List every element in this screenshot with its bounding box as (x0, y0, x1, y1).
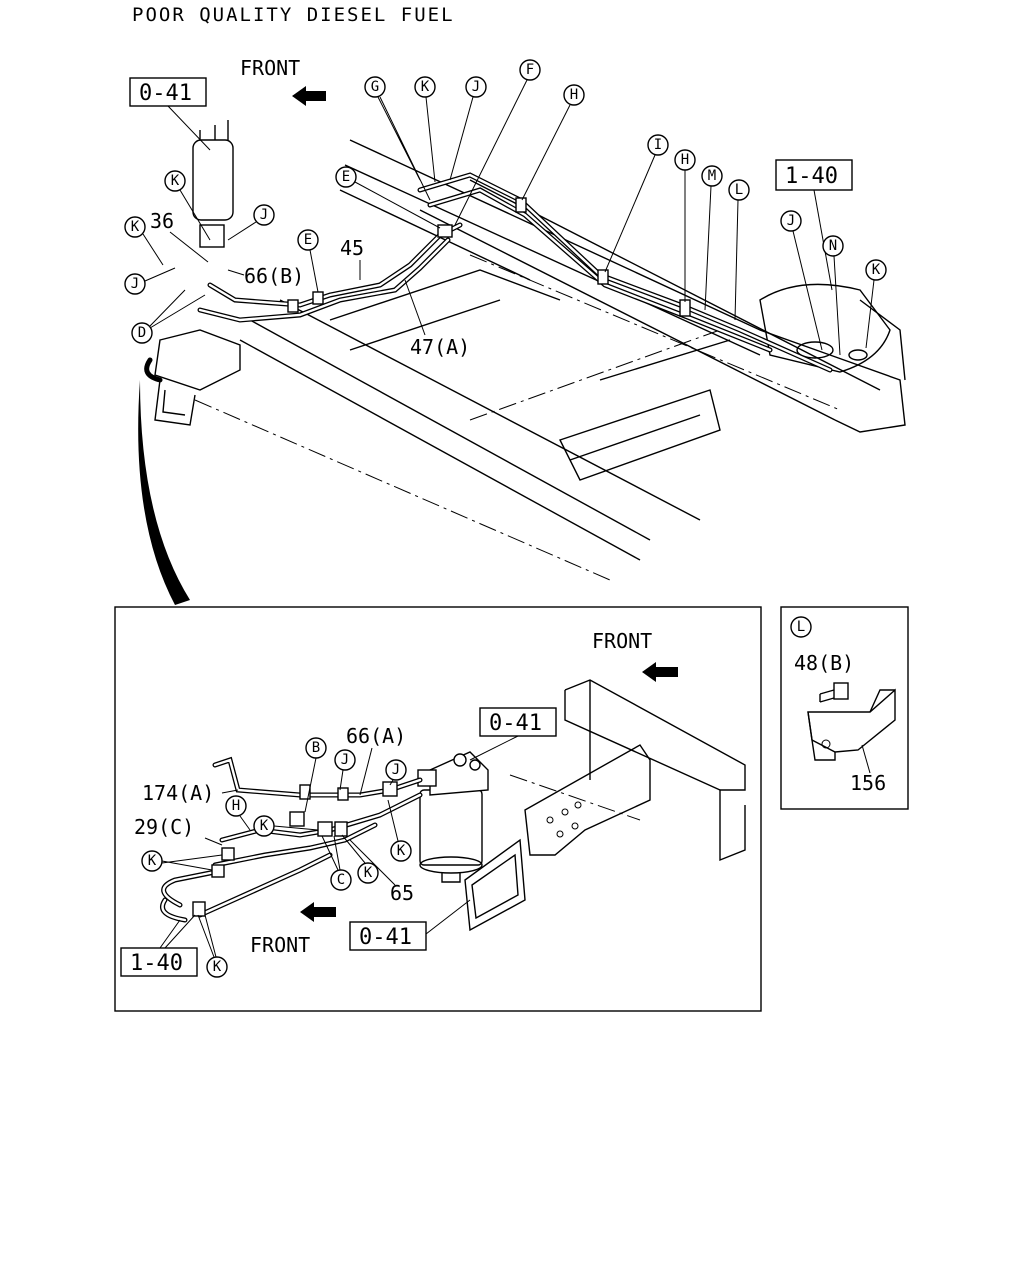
svg-text:M: M (708, 168, 716, 184)
ref-box-041-detail-top: 0-41 (469, 707, 557, 761)
svg-text:J: J (131, 276, 139, 292)
detail-box (114, 606, 762, 1012)
svg-text:K: K (171, 173, 180, 189)
svg-text:K: K (397, 843, 406, 859)
svg-text:E: E (342, 169, 350, 185)
callout-n: N (822, 235, 844, 356)
part-174a: 174(A) (142, 781, 214, 805)
svg-text:J: J (341, 752, 349, 768)
callout-k-8: K (141, 850, 223, 872)
svg-text:K: K (364, 865, 373, 881)
part-47a: 47(A) (410, 335, 470, 359)
callout-k-3: K (414, 76, 436, 183)
svg-text:J: J (472, 79, 480, 95)
callout-b: B (304, 737, 327, 813)
part-66b: 66(B) (244, 264, 304, 288)
callout-f: F (454, 59, 541, 226)
part-156: 156 (850, 771, 886, 795)
svg-text:0-41: 0-41 (489, 711, 542, 736)
svg-text:K: K (148, 853, 157, 869)
svg-text:I: I (654, 137, 662, 153)
svg-text:E: E (304, 232, 312, 248)
svg-text:H: H (681, 152, 689, 168)
part-36: 36 (150, 209, 174, 233)
svg-text:C: C (337, 872, 345, 888)
svg-text:J: J (392, 762, 400, 778)
callout-h-3: H (225, 795, 251, 831)
part-45: 45 (340, 236, 364, 260)
ref-box-041-top: 0-41 (129, 77, 211, 151)
svg-text:0-41: 0-41 (359, 925, 412, 950)
callout-k-2: K (124, 216, 164, 266)
callout-h-1: H (521, 84, 585, 201)
svg-text:K: K (131, 219, 140, 235)
svg-text:L: L (735, 182, 743, 198)
callout-j-5: J (334, 749, 356, 791)
svg-text:K: K (213, 959, 222, 975)
front-arrow-top-icon (292, 86, 326, 106)
callout-j-2: J (124, 267, 176, 295)
front-arrow-detail-bottom: FRONT (250, 902, 336, 957)
callout-i: I (604, 134, 669, 273)
front-arrow-detail-bottom-icon (300, 902, 336, 922)
svg-text:G: G (371, 79, 379, 95)
callout-l: L (728, 179, 750, 321)
part-65: 65 (390, 881, 414, 905)
part-66a: 66(A) (346, 724, 406, 748)
callout-e-1: E (297, 229, 319, 293)
detail-l-content: L 48(B) 156 (790, 616, 896, 795)
callout-j-1: J (227, 204, 275, 241)
callout-d: D (131, 289, 206, 344)
callout-j-6: J (385, 759, 407, 786)
part-48b: 48(B) (794, 651, 854, 675)
svg-text:F: F (526, 62, 534, 78)
callout-j-3: J (449, 76, 487, 181)
callout-k-7: K (341, 834, 379, 884)
svg-text:B: B (312, 740, 320, 756)
ref-box-140-top: 1-40 (775, 159, 853, 291)
front-label-top: FRONT (240, 56, 300, 80)
svg-text:1-40: 1-40 (785, 164, 838, 189)
svg-text:J: J (787, 213, 795, 229)
callout-k-6: K (387, 799, 412, 862)
front-arrow-detail-top: FRONT (592, 629, 678, 682)
svg-text:FRONT: FRONT (592, 629, 652, 653)
callout-g: G (364, 76, 431, 201)
detail-pointer (138, 380, 190, 605)
callout-e-2: E (335, 166, 441, 229)
callouts-top: K J K J D E E G K J F H I H M L J N K (124, 59, 887, 356)
svg-text:0-41: 0-41 (139, 81, 192, 106)
callouts-detail: B J J H K K K C K K (141, 737, 412, 978)
svg-text:N: N (829, 238, 837, 254)
callout-h-2: H (674, 149, 696, 302)
callout-k-4: K (865, 259, 887, 349)
front-arrow-detail-top-icon (642, 662, 678, 682)
svg-text:D: D (138, 325, 146, 341)
svg-text:H: H (570, 87, 578, 103)
callout-j-4: J (780, 210, 823, 351)
svg-text:L: L (797, 619, 805, 635)
svg-text:J: J (260, 207, 268, 223)
svg-text:1-40: 1-40 (130, 951, 183, 976)
svg-text:H: H (232, 798, 240, 814)
svg-text:K: K (260, 818, 269, 834)
diagram-title: POOR QUALITY DIESEL FUEL (132, 4, 455, 26)
svg-text:FRONT: FRONT (250, 933, 310, 957)
ref-box-041-detail-bottom: 0-41 (349, 899, 471, 951)
ref-box-140-detail: 1-40 (120, 914, 198, 977)
part-29c: 29(C) (134, 815, 194, 839)
svg-text:K: K (421, 79, 430, 95)
detail-frame (160, 679, 746, 932)
svg-text:K: K (872, 262, 881, 278)
callout-m: M (701, 165, 723, 311)
chassis-frame (194, 139, 906, 581)
callout-l-box: L (790, 616, 812, 638)
detail-box-l (780, 606, 909, 810)
callout-k-9: K (197, 914, 228, 978)
callout-k-5: K (253, 815, 319, 837)
front-arrow-top: FRONT (240, 56, 326, 106)
callout-k-1: K (164, 170, 211, 241)
callout-c: C (321, 835, 352, 891)
